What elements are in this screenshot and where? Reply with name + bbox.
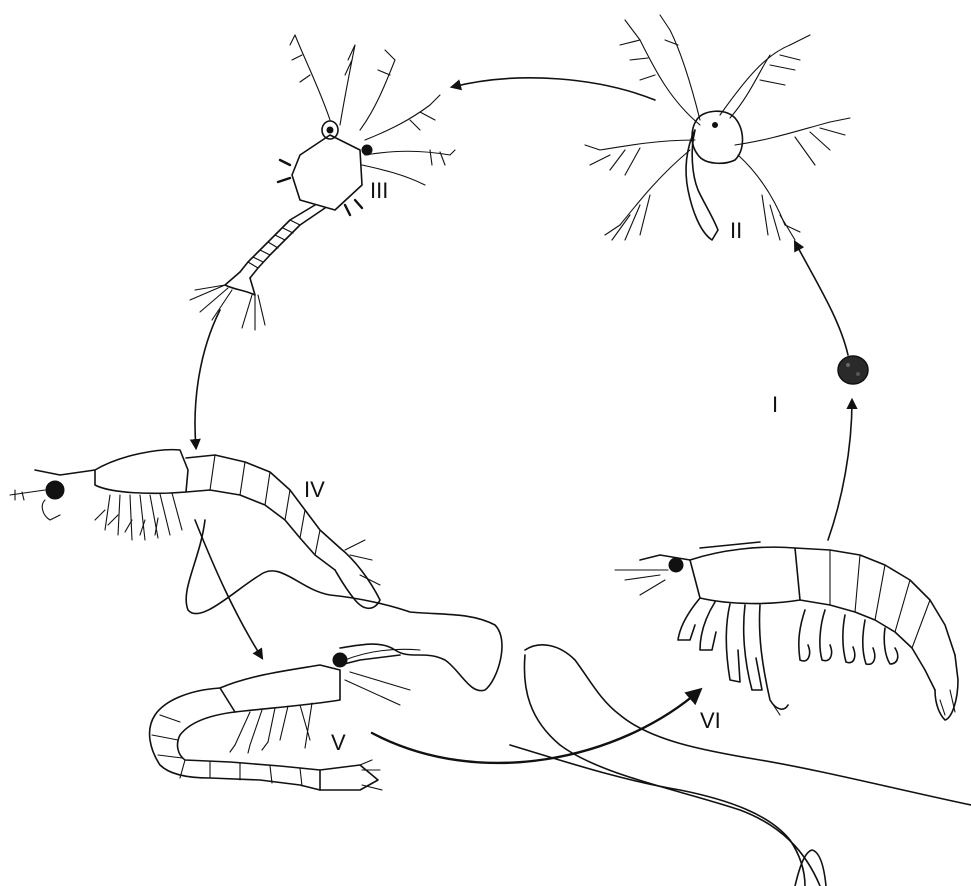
- arrow-i-to-ii: [795, 242, 848, 355]
- egg-icon: [838, 356, 868, 384]
- estuary-channel-right: [524, 655, 820, 886]
- stage-iv-mysis: [10, 450, 380, 609]
- stage-label-i: I: [772, 392, 778, 417]
- stage-ii-nauplius: [585, 15, 850, 240]
- postlarva-carapace: [220, 665, 340, 712]
- stage-label-iii: III: [370, 178, 388, 203]
- stage-iii-protozoea: [190, 35, 455, 330]
- stage-label-ii: II: [730, 218, 742, 243]
- arrow-v-to-vi: [372, 690, 700, 763]
- arrow-vi-to-i: [828, 400, 852, 540]
- stage-v-postlarva: [150, 649, 420, 790]
- stage-vi-adult: [615, 542, 958, 720]
- arrow-iii-to-iv: [195, 310, 220, 448]
- stage-label-v: V: [331, 730, 346, 755]
- stage-label-vi: VI: [700, 708, 721, 733]
- nauplius-body: [686, 130, 718, 240]
- estuary-channel-left: [510, 745, 805, 886]
- protozoea-carapace: [292, 135, 362, 210]
- coastline-outline: [186, 520, 971, 886]
- adult-carapace: [690, 547, 800, 603]
- stage-i-egg: [838, 356, 868, 384]
- stage-label-iv: IV: [304, 477, 325, 502]
- arrow-iv-to-v: [195, 520, 262, 658]
- stage-labels: I II III IV V VI: [304, 178, 778, 755]
- mysis-carapace: [95, 450, 188, 494]
- arrow-ii-to-iii: [452, 78, 655, 100]
